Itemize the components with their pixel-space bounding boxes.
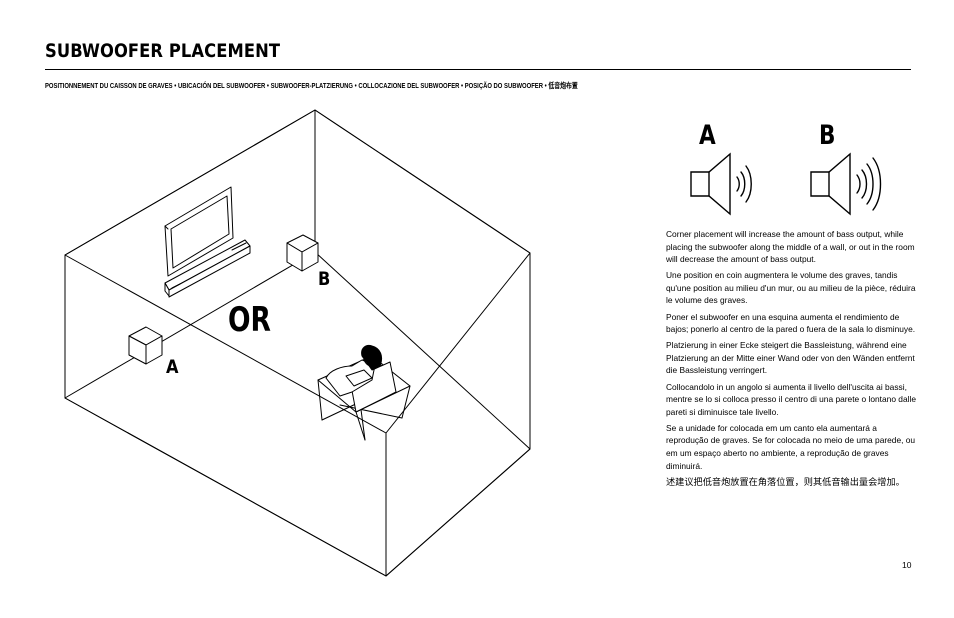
soundbar-icon	[164, 239, 251, 298]
compare-label-a: A	[699, 120, 716, 151]
description-text: Corner placement will increase the amoun…	[666, 228, 920, 492]
label-a: A	[166, 356, 179, 378]
speaker-large-waves-icon	[810, 152, 882, 216]
paragraph-de: Platzierung in einer Ecke steigert die B…	[666, 340, 915, 376]
subwoofer-a-icon	[128, 326, 163, 365]
paragraph-pt: Se a unidade for colocada em um canto el…	[666, 422, 916, 471]
label-b: B	[318, 268, 331, 290]
paragraph-en: Corner placement will increase the amoun…	[666, 229, 915, 265]
tv-icon	[164, 186, 234, 277]
paragraph-es: Poner el subwoofer en una esquina aument…	[666, 311, 916, 335]
compare-label-b: B	[819, 120, 836, 151]
multilingual-subtitle: POSITIONNEMENT DU CAISSON DE GRAVES • UB…	[45, 81, 578, 90]
paragraph-zh: 述建议把低音炮放置在角落位置，则其低音输出量会增加。	[666, 476, 905, 488]
page-number: 10	[902, 560, 912, 570]
or-text: OR	[228, 300, 271, 340]
speaker-small-waves-icon	[690, 152, 752, 216]
paragraph-fr: Une position en coin augmentera le volum…	[666, 270, 916, 306]
person-on-chair-icon	[317, 345, 411, 441]
subwoofer-b-icon	[286, 234, 319, 272]
page-title: SUBWOOFER PLACEMENT	[45, 40, 281, 62]
paragraph-it: Collocandolo in un angolo si aumenta il …	[666, 381, 916, 417]
title-divider	[45, 69, 911, 70]
